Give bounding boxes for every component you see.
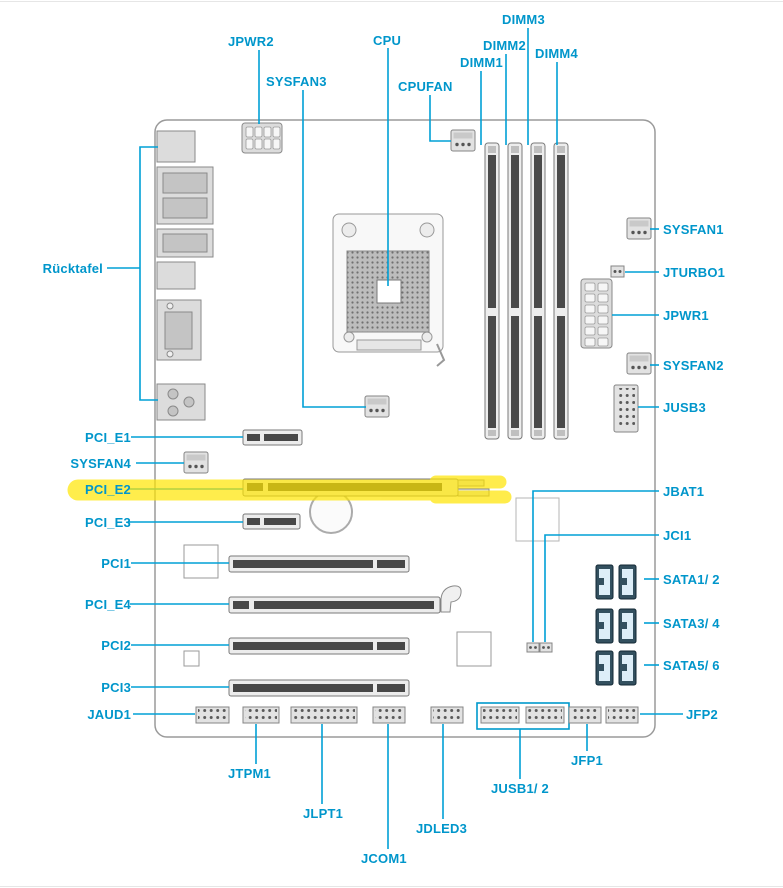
jci1-jumper	[539, 642, 553, 653]
highlight-marker	[67, 475, 512, 504]
label-pci3: PCI3	[101, 680, 131, 695]
cpufan-header	[450, 129, 476, 152]
jbat1-jumper	[526, 642, 540, 653]
label-jdled3: JDLED3	[416, 821, 468, 836]
chip-square-2	[456, 631, 492, 667]
page-edge-bottom	[0, 886, 783, 887]
label-sata12: SATA1/ 2	[663, 572, 720, 587]
leader-sysfan3	[302, 90, 366, 408]
label-sysfan3: SYSFAN3	[266, 74, 327, 89]
label-jci1: JCI1	[663, 528, 692, 543]
label-ruecktafel: Rücktafel	[42, 261, 103, 276]
leader-jbat1	[532, 490, 659, 642]
label-jpwr2: JPWR2	[228, 34, 274, 49]
pci-e3-slot	[242, 513, 301, 530]
label-dimm3: DIMM3	[502, 12, 545, 27]
pci1-slot	[228, 555, 410, 573]
label-cpufan: CPUFAN	[398, 79, 453, 94]
label-pci-e4: PCI_E4	[84, 597, 131, 612]
label-sysfan2: SYSFAN2	[663, 358, 724, 373]
jdled3-header	[430, 706, 464, 724]
jcom1-header	[372, 706, 406, 724]
sata-port-5	[595, 650, 614, 686]
pci-e4-slot	[228, 585, 462, 614]
jusb2-header	[525, 706, 565, 724]
jusb3-header	[613, 384, 639, 433]
label-dimm4: DIMM4	[535, 46, 578, 61]
label-sata34: SATA3/ 4	[663, 616, 720, 631]
sysfan3-header	[364, 395, 390, 418]
dimm-slot-4	[553, 142, 569, 440]
page-edge-top	[0, 1, 783, 2]
label-jusb12: JUSB1/ 2	[491, 781, 549, 796]
sata-port-6	[618, 650, 637, 686]
leader-jci1	[544, 534, 659, 642]
sata-port-3	[595, 608, 614, 644]
label-dimm2: DIMM2	[483, 38, 526, 53]
label-jlpt1: JLPT1	[303, 806, 344, 821]
pci-e1-slot	[242, 429, 303, 446]
chip-square-3	[515, 497, 560, 542]
board-outline	[154, 119, 656, 738]
label-cpu: CPU	[373, 33, 402, 48]
leader-lines	[107, 28, 683, 849]
sata-port-4	[618, 608, 637, 644]
jpwr1-connector	[580, 278, 613, 349]
label-pci2: PCI2	[101, 638, 131, 653]
jlpt1-header	[290, 706, 358, 724]
jfp2-header	[605, 706, 639, 724]
label-pci-e1: PCI_E1	[84, 430, 131, 445]
back-panel-ports	[156, 130, 214, 421]
leader-cpufan	[429, 95, 451, 142]
label-jfp1: JFP1	[571, 753, 603, 768]
jfp1-header	[568, 706, 602, 724]
label-jpwr1: JPWR1	[663, 308, 709, 323]
socket-lever	[436, 343, 446, 367]
pci3-slot	[228, 679, 410, 697]
sysfan1-header	[626, 217, 652, 240]
label-pci-e2: PCI_E2	[84, 482, 131, 497]
sata-port-2	[618, 564, 637, 600]
slot-latch-hook	[440, 585, 462, 613]
label-jfp2: JFP2	[686, 707, 718, 722]
cpu-center-pad	[376, 279, 402, 304]
label-jcom1: JCOM1	[361, 851, 407, 866]
jusb1-header	[480, 706, 520, 724]
bottom-headers	[195, 702, 639, 730]
jtpm1-header	[242, 706, 280, 724]
leader-ruecktafel-bracket	[139, 146, 158, 401]
sysfan2-header	[626, 352, 652, 375]
dimm-slot-1	[484, 142, 500, 440]
label-jturbo1: JTURBO1	[663, 265, 726, 280]
label-pci1: PCI1	[101, 556, 131, 571]
label-sysfan1: SYSFAN1	[663, 222, 724, 237]
jaud1-header	[195, 706, 230, 724]
pci2-slot	[228, 637, 410, 655]
chip-small	[183, 650, 200, 667]
dimm-slot-2	[507, 142, 523, 440]
label-jtpm1: JTPM1	[228, 766, 271, 781]
label-sata56: SATA5/ 6	[663, 658, 720, 673]
label-sysfan4: SYSFAN4	[70, 456, 131, 471]
chip-square	[183, 544, 219, 579]
jpwr2-connector	[241, 122, 283, 154]
label-jbat1: JBAT1	[663, 484, 705, 499]
jturbo1-jumper	[610, 265, 625, 278]
sata-port-1	[595, 564, 614, 600]
label-jaud1: JAUD1	[87, 707, 131, 722]
label-dimm1: DIMM1	[460, 55, 503, 70]
sysfan4-header	[183, 451, 209, 474]
label-jusb3: JUSB3	[663, 400, 706, 415]
dimm-slot-3	[530, 142, 546, 440]
sata-ports	[595, 564, 637, 686]
label-pci-e3: PCI_E3	[84, 515, 131, 530]
